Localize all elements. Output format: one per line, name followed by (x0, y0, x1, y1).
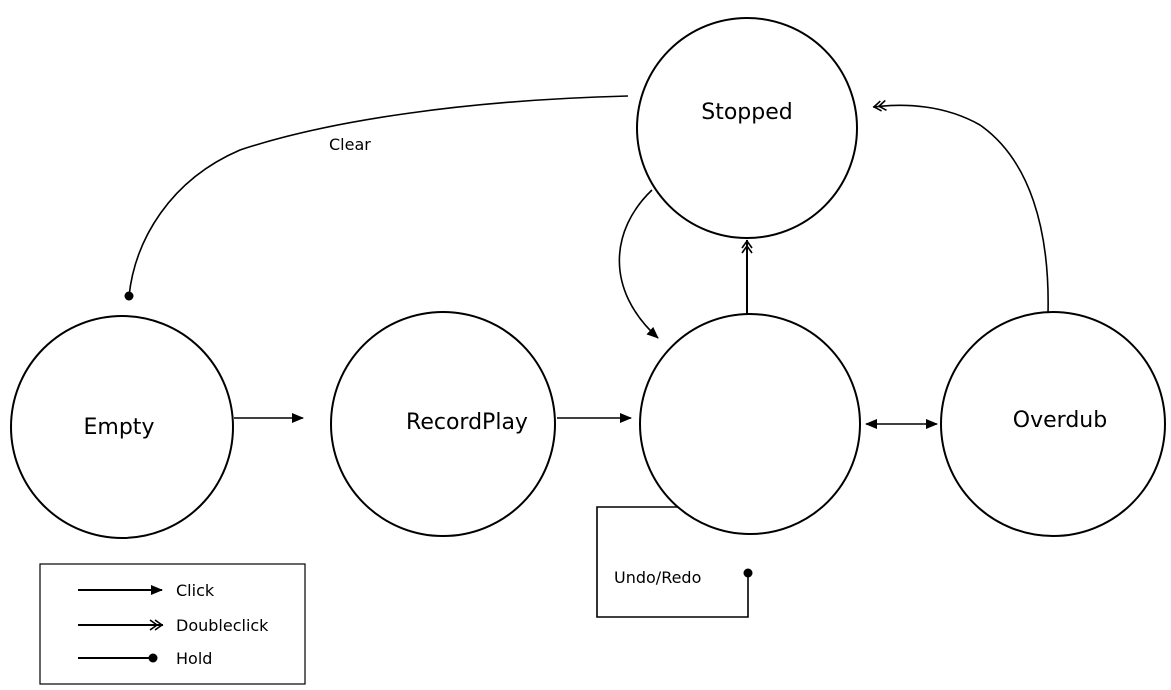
legend-click-label: Click (176, 581, 215, 600)
state-play (639, 313, 861, 535)
legend-box (39, 563, 306, 685)
undo-redo-edge (596, 506, 753, 618)
state-empty: Empty (10, 315, 234, 539)
state-recordplay: RecordPlay (330, 311, 556, 537)
overdub-to-stopped-edge (872, 99, 1049, 315)
undo-redo-label: Undo/Redo (614, 568, 701, 587)
legend-doubleclick-label: Doubleclick (176, 616, 269, 635)
legend-hold-label: Hold (176, 649, 212, 668)
state-stopped: Stopped (636, 17, 858, 239)
state-empty-label: Empty (84, 415, 155, 440)
state-recordplay-label: RecordPlay (406, 410, 528, 435)
clear-edge (124, 95, 629, 301)
state-overdub: Overdub (940, 311, 1166, 537)
legend: Click Doubleclick Hold (39, 563, 306, 685)
state-overdub-label: Overdub (1013, 408, 1107, 433)
stopped-to-play-edge (618, 189, 659, 339)
state-stopped-label: Stopped (701, 100, 792, 125)
clear-label: Clear (329, 135, 371, 154)
